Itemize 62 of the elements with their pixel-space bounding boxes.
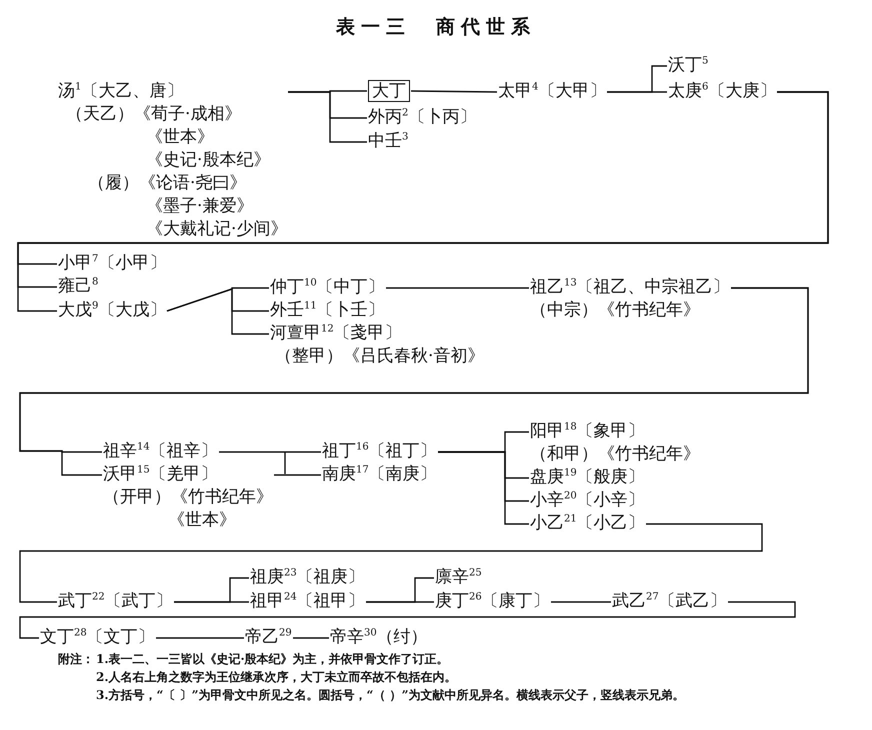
lineage-line [607, 91, 667, 93]
lineage-line [156, 637, 244, 639]
king-name: 沃甲$^{15}$〔羌甲〕 [103, 463, 219, 486]
source-note: （中宗）《竹书纪年》 [530, 299, 701, 322]
lineage-line [19, 601, 796, 639]
king-name: 太庚$^{6}$〔大庚〕 [668, 80, 776, 103]
king-name: 南庚$^{17}$〔南庚〕 [322, 463, 437, 486]
king-name: 中壬$^{3}$ [368, 130, 408, 153]
king-name: 武丁$^{22}$〔武丁〕 [58, 590, 173, 613]
lineage-line [274, 474, 321, 476]
king-name: 盘庚$^{19}$〔般庚〕 [530, 466, 645, 489]
boxed-king-name: 大丁 [368, 80, 410, 102]
footnote-text: 1.表一二、一三皆以《史记·殷本纪》为主，并依甲骨文作了订正。 [96, 651, 450, 668]
lineage-line [551, 601, 611, 603]
king-name: 阳甲$^{18}$〔象甲〕 [530, 420, 646, 443]
king-name: 祖庚$^{23}$〔祖庚〕 [250, 566, 365, 589]
source-note: （履）《论语·尧曰》 [88, 172, 248, 195]
king-name: 小甲$^{7}$〔小甲〕 [58, 252, 166, 275]
source-note: 《史记·殷本纪》 [146, 149, 272, 172]
king-name: 祖辛$^{14}$〔祖辛〕 [103, 440, 218, 463]
king-name: 小乙$^{21}$〔小乙〕 [530, 512, 645, 535]
king-name: 雍己$^{8}$ [58, 275, 98, 298]
table-title: 表一三 商代世系 [334, 15, 537, 40]
source-note: 《墨子·兼爱》 [146, 195, 254, 218]
lineage-line [293, 637, 329, 639]
king-name: 帝辛$^{30}$（纣） [330, 626, 428, 649]
king-name: 文丁$^{28}$〔文丁〕 [40, 626, 155, 649]
king-name: 仲丁$^{10}$〔中丁〕 [270, 276, 385, 299]
king-name: 小辛$^{20}$〔小辛〕 [530, 489, 645, 512]
king-name: 武乙$^{27}$〔武乙〕 [612, 590, 727, 613]
king-name: 庚丁$^{26}$〔康丁〕 [435, 590, 550, 613]
king-name: 祖甲$^{24}$〔祖甲〕 [250, 590, 365, 613]
source-note: （整甲）《吕氏春秋·音初》 [275, 345, 484, 368]
footnote-text: 3.方括号，“〔 〕”为甲骨文中所见之名。圆括号，“（ ）”为文献中所见异名。横线表示父子，竖线表示兄弟。 [96, 687, 684, 704]
lineage-line [288, 91, 367, 143]
king-name: 沃丁$^{5}$ [668, 54, 708, 77]
source-note: 《大戴礼记·少间》 [146, 218, 288, 241]
king-name: 廪辛$^{25}$ [435, 566, 482, 589]
lineage-line [19, 523, 763, 603]
source-note: （天乙）《荀子·成相》 [66, 103, 242, 126]
source-note: 《世本》 [168, 509, 237, 532]
lineage-line [166, 288, 269, 335]
king-name: 外壬$^{11}$〔卜壬〕 [270, 299, 385, 322]
king-name: 祖乙$^{13}$〔祖乙、中宗祖乙〕 [530, 276, 730, 299]
lineage-line [174, 601, 249, 603]
lineage-line [386, 287, 529, 289]
source-note: （开甲）《竹书纪年》 [103, 486, 273, 509]
king-name: 祖丁$^{16}$〔祖丁〕 [322, 440, 437, 463]
source-note: 《世本》 [146, 126, 215, 149]
king-name: 太甲$^{4}$〔大甲〕 [498, 80, 606, 103]
king-name: 汤$^{1}$〔大乙、唐〕 [58, 80, 184, 103]
lineage-line [218, 451, 322, 475]
source-note: （和甲）《竹书纪年》 [530, 443, 700, 466]
footnote-text: 2.人名右上角之数字为王位继承次序，大丁未立而卒故不包括在内。 [96, 669, 458, 686]
lineage-line [411, 90, 497, 93]
lineage-line [366, 601, 434, 603]
king-name: 大戊$^{9}$〔大戊〕 [58, 299, 166, 322]
footnote-heading: 附注： [58, 651, 94, 668]
king-name: 河亶甲$^{12}$〔戔甲〕 [270, 322, 403, 345]
lineage-line [438, 451, 529, 525]
king-name: 外丙$^{2}$〔卜丙〕 [368, 106, 476, 129]
king-name: 帝乙$^{29}$ [245, 626, 292, 649]
